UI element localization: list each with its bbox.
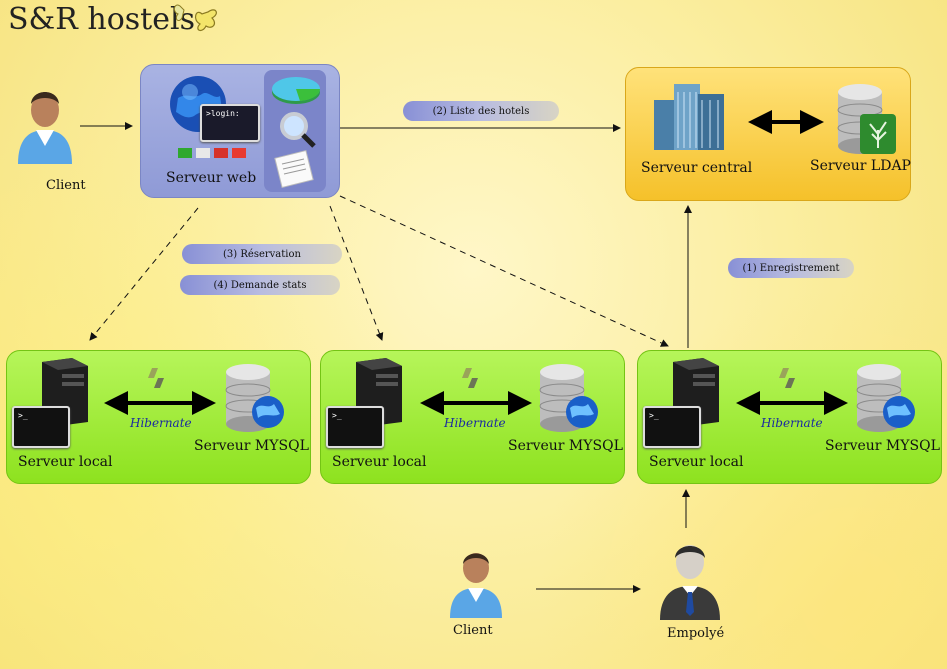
terminal-prompt-text: >login: <box>206 109 240 118</box>
shell-terminal-icon: >_ <box>326 406 384 448</box>
color-tiles <box>178 146 258 160</box>
central-server-label: Serveur central <box>641 160 753 176</box>
shell-prompt-text: >_ <box>332 411 342 420</box>
arrow-web-local1 <box>89 207 199 341</box>
butterfly-icon <box>173 4 217 32</box>
mysql-database-icon <box>856 364 915 432</box>
local-server-label: Serveur local <box>332 454 427 470</box>
local-cluster-3: >_ Hibernate Serveur local Serveur MYSQL <box>637 350 940 482</box>
shell-prompt-text: >_ <box>18 411 28 420</box>
label-stats-request: (4) Demande stats <box>180 275 340 295</box>
mysql-database-icon <box>539 364 598 432</box>
label-reservation: (3) Réservation <box>182 244 342 264</box>
shell-terminal-icon: >_ <box>643 406 701 448</box>
mysql-server-label: Serveur MYSQL <box>194 438 309 454</box>
hibernate-label: Hibernate <box>761 416 823 430</box>
hibernate-label: Hibernate <box>130 416 192 430</box>
client-label-top: Client <box>46 178 86 193</box>
client-user-icon <box>18 92 72 164</box>
shell-prompt-text: >_ <box>649 411 659 420</box>
employee-label: Empolyé <box>667 626 725 641</box>
local-cluster-2: >_ Hibernate Serveur local Serveur MYSQL <box>320 350 623 482</box>
local-server-label: Serveur local <box>18 454 113 470</box>
hibernate-logo-icon <box>462 368 478 388</box>
label-registration: (1) Enregistrement <box>728 258 854 278</box>
mysql-server-label: Serveur MYSQL <box>508 438 623 454</box>
hibernate-logo-icon <box>148 368 164 388</box>
shell-terminal-icon: >_ <box>12 406 70 448</box>
client-label-bottom: Client <box>453 623 493 638</box>
pie-magnifier-document-icons <box>272 77 321 188</box>
ldap-database-icon <box>837 84 896 154</box>
hibernate-label: Hibernate <box>444 416 506 430</box>
employee-user-icon <box>660 545 720 620</box>
diagram-title: S&R hostels <box>8 2 195 37</box>
local-cluster-1: >_ Hibernate Serveur local Serveur MYSQL <box>6 350 309 482</box>
mysql-database-icon <box>225 364 284 432</box>
client-user-icon <box>450 553 502 618</box>
mysql-server-label: Serveur MYSQL <box>825 438 940 454</box>
ldap-server-label: Serveur LDAP <box>810 158 911 174</box>
hibernate-logo-icon <box>779 368 795 388</box>
local-server-label: Serveur local <box>649 454 744 470</box>
office-building-icon <box>654 84 724 150</box>
arrow-web-local3 <box>339 195 669 347</box>
arrow-web-local2 <box>329 205 384 341</box>
login-terminal-icon: >login: <box>200 104 260 142</box>
label-list-hotels: (2) Liste des hotels <box>403 101 559 121</box>
web-server-label: Serveur web <box>166 170 257 186</box>
